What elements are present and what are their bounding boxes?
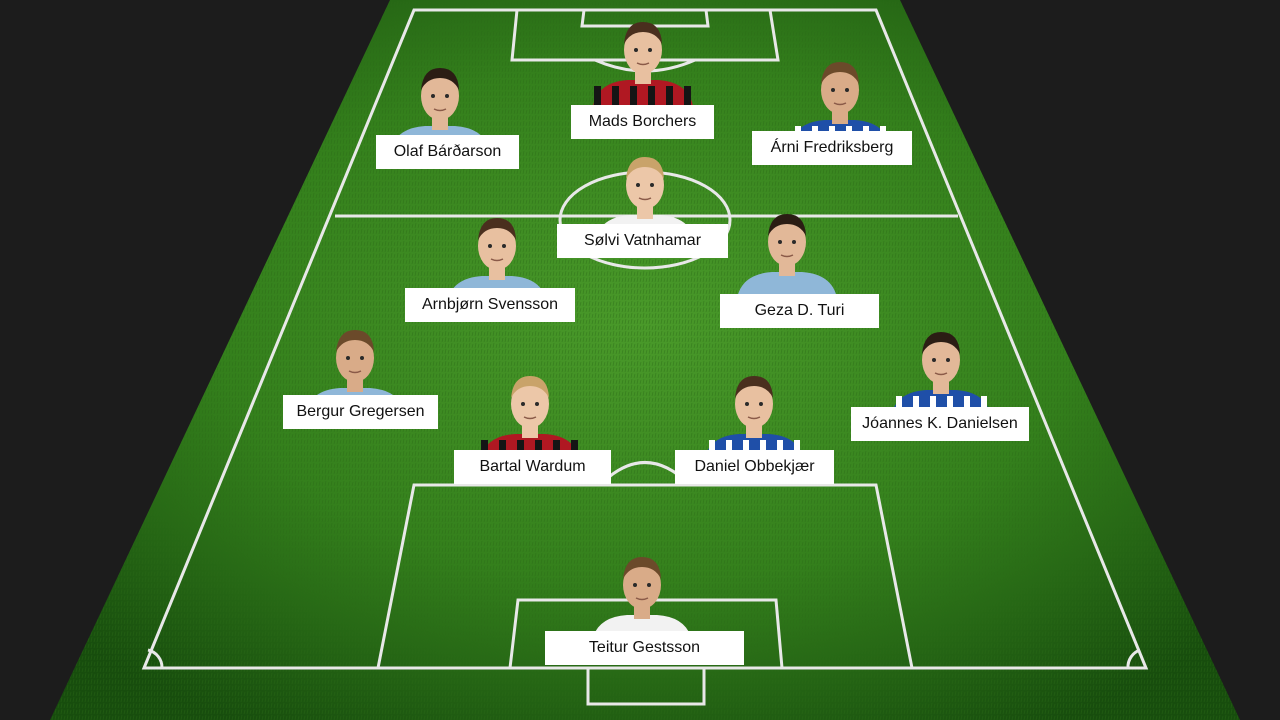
player-name-label: Mads Borchers [571,105,714,139]
bottom-goal [586,668,706,706]
player-photo-icon [475,364,585,460]
bottom-penalty-box [376,483,914,669]
player-photo-icon [588,10,698,106]
player-name-label: Teitur Gestsson [545,631,744,665]
player-name-label: Daniel Obbekjær [675,450,834,484]
touchline [141,8,1149,670]
player-name-label: Bartal Wardum [454,450,611,484]
player-name-label: Jóannes K. Danielsen [851,407,1029,441]
player-name-label: Olaf Bárðarson [376,135,519,169]
corner-arc-right [1126,648,1141,669]
player-photo-icon [587,545,697,641]
player-photo-icon [732,202,842,298]
player-photo-icon [886,320,996,416]
player-photo-icon [699,364,809,460]
player-name-label: Geza D. Turi [720,294,879,328]
pitch-grass-texture [50,0,1240,720]
corner-arc-left [147,648,164,669]
player-name-label: Sølvi Vatnhamar [557,224,728,258]
player-name-label: Árni Fredriksberg [752,131,912,165]
player-name-label: Arnbjørn Svensson [405,288,575,322]
player-name-label: Bergur Gregersen [283,395,438,429]
